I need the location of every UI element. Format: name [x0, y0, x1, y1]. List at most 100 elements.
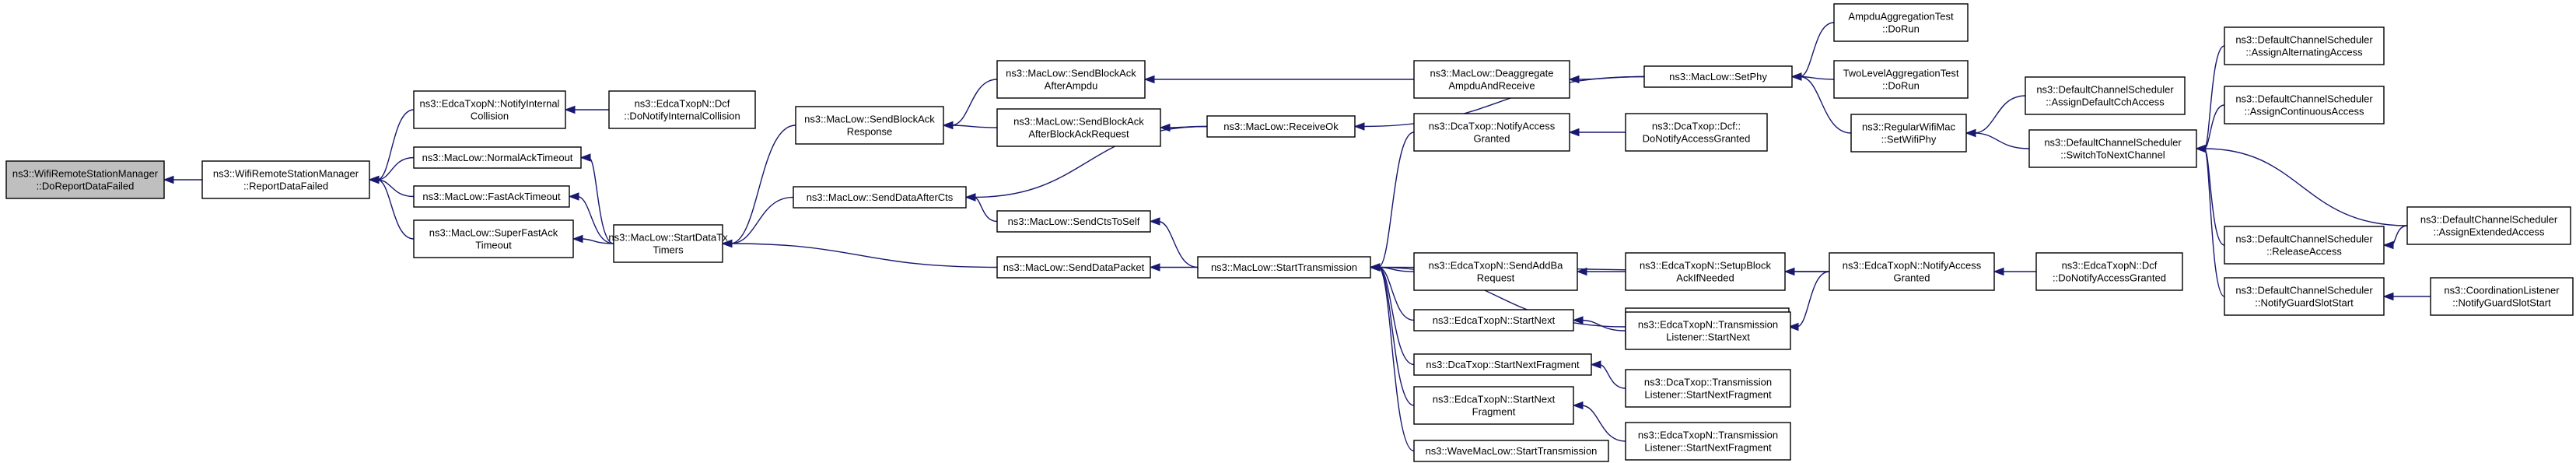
- edge-line: [973, 125, 1208, 198]
- node-nat[interactable]: ns3::MacLow::NormalAckTimeout: [413, 146, 582, 169]
- node-sbaabar[interactable]: ns3::MacLow::SendBlockAckAfterBlockAckRe…: [996, 108, 1161, 147]
- node-label: Listener::StartNextFragment: [1644, 442, 1772, 454]
- node-tla[interactable]: TwoLevelAggregationTest::DoRun: [1833, 60, 1969, 99]
- node-label: ns3::MacLow::FastAckTimeout: [422, 191, 561, 202]
- node-label: ns3::MacLow::StartTransmission: [1211, 261, 1357, 273]
- edge-line: [2203, 45, 2225, 149]
- node-dcsaca[interactable]: ns3::DefaultChannelScheduler::AssignCont…: [2224, 86, 2385, 125]
- edge-line: [1973, 95, 2026, 134]
- node-label: ns3::EdcaTxopN::NotifyAccess: [1843, 260, 1982, 272]
- node-setphy[interactable]: ns3::MacLow::SetPhy: [1643, 65, 1793, 88]
- node-box: [793, 186, 967, 209]
- node-label: ns3::DefaultChannelScheduler: [2235, 93, 2373, 105]
- node-label: ns3::MacLow::SendDataPacket: [1003, 261, 1145, 273]
- node-dcsstnc[interactable]: ns3::DefaultChannelScheduler::SwitchToNe…: [2028, 129, 2197, 168]
- node-label: ns3::DefaultChannelScheduler: [2235, 233, 2373, 245]
- node-label: ::AssignExtendedAccess: [2433, 226, 2545, 238]
- node-wmst[interactable]: ns3::WaveMacLow::StartTransmission: [1413, 440, 1609, 462]
- node-rok[interactable]: ns3::MacLow::ReceiveOk: [1206, 115, 1356, 138]
- node-label: ns3::WifiRemoteStationManager: [213, 168, 359, 180]
- edge-arrowhead: [1143, 75, 1155, 84]
- edge-sdtt-to-nat: [579, 153, 614, 244]
- node-box: [795, 106, 944, 145]
- node-label: Granted: [1894, 272, 1930, 284]
- edge-arrowhead: [579, 153, 591, 162]
- node-esnf[interactable]: ns3::EdcaTxopN::StartNextFragment: [1413, 386, 1574, 425]
- edge-line: [1577, 75, 1645, 80]
- node-sdac[interactable]: ns3::MacLow::SendDataAfterCts: [793, 186, 967, 209]
- edge-dcsra-to-dcsstnc: [2195, 144, 2225, 246]
- node-etlsn[interactable]: ns3::EdcaTxopN::TransmissionListener::St…: [1625, 311, 1791, 350]
- node-dcnag[interactable]: ns3::DcaTxop::NotifyAccessGranted: [1413, 113, 1570, 152]
- edge-etlsnf-to-esnf: [1572, 401, 1626, 442]
- edge-arrowhead: [1965, 128, 1976, 138]
- node-label: DoNotifyAccessGranted: [1643, 133, 1751, 145]
- node-agg[interactable]: AmpduAggregationTest::DoRun: [1833, 3, 1969, 42]
- node-scts[interactable]: ns3::MacLow::SendCtsToSelf: [996, 210, 1151, 233]
- node-label: ns3::CoordinationListener: [2444, 285, 2560, 296]
- node-label: ::SetWifiPhy: [1881, 134, 1937, 146]
- edge-eniC-to-rdf: [368, 109, 415, 184]
- node-dsnf[interactable]: ns3::DcaTxop::StartNextFragment: [1413, 353, 1592, 376]
- node-label: Timers: [653, 244, 684, 256]
- edge-arrowhead: [2382, 240, 2394, 250]
- node-label: ns3::DcaTxop::NotifyAccess: [1429, 121, 1556, 132]
- node-box: [1625, 252, 1786, 291]
- node-edcfnag[interactable]: ns3::EdcaTxopN::Dcf::DoNotifyAccessGrant…: [2035, 252, 2183, 291]
- edge-arrowhead: [1369, 263, 1381, 272]
- edge-line: [1377, 266, 1415, 406]
- node-box: [2028, 129, 2197, 168]
- node-dcsaaa[interactable]: ns3::DefaultChannelScheduler::AssignAlte…: [2224, 26, 2385, 65]
- node-label: ns3::EdcaTxopN::SendAddBa: [1429, 260, 1563, 272]
- node-label: ns3::EdcaTxopN::Transmission: [1638, 319, 1778, 331]
- node-box: [413, 219, 574, 258]
- node-box: [613, 224, 723, 263]
- edge-rok-to-sdac: [964, 125, 1208, 202]
- edge-arrowhead: [2195, 144, 2207, 153]
- node-label: Request: [1477, 272, 1515, 284]
- edge-line: [1167, 125, 1208, 128]
- node-dtlsnf[interactable]: ns3::DcaTxop::TransmissionListener::Star…: [1625, 369, 1791, 408]
- edge-agg-to-setphy: [1790, 22, 1835, 81]
- edge-edcfnag-to-enag: [1993, 267, 2036, 276]
- node-label: ns3::DefaultChannelScheduler: [2420, 214, 2558, 226]
- node-dcdnag[interactable]: ns3::DcaTxop::Dcf::DoNotifyAccessGranted: [1625, 113, 1768, 152]
- edge-arrowhead: [163, 175, 174, 184]
- node-fat[interactable]: ns3::MacLow::FastAckTimeout: [413, 185, 570, 208]
- node-etlsnf[interactable]: ns3::EdcaTxopN::TransmissionListener::St…: [1625, 422, 1791, 461]
- node-root[interactable]: ns3::WifiRemoteStationManager::DoReportD…: [5, 160, 165, 199]
- node-box: [1413, 309, 1574, 331]
- node-clngss[interactable]: ns3::CoordinationListener::NotifyGuardSl…: [2430, 277, 2574, 316]
- node-dcfnic[interactable]: ns3::EdcaTxopN::Dcf::DoNotifyInternalCol…: [608, 90, 756, 129]
- node-dcsaea[interactable]: ns3::DefaultChannelScheduler::AssignExte…: [2406, 206, 2571, 245]
- edge-line: [1377, 266, 1415, 366]
- edge-arrowhead: [1590, 360, 1601, 369]
- edge-line: [376, 109, 415, 181]
- node-label: ::ReportDataFailed: [243, 181, 328, 192]
- node-esn[interactable]: ns3::EdcaTxopN::StartNext: [1413, 309, 1574, 331]
- node-enag[interactable]: ns3::EdcaTxopN::NotifyAccessGranted: [1829, 252, 1995, 291]
- edge-sbaabar-to-sbar: [942, 121, 998, 130]
- node-sdp[interactable]: ns3::MacLow::SendDataPacket: [996, 256, 1151, 279]
- node-dcsra[interactable]: ns3::DefaultChannelScheduler::ReleaseAcc…: [2224, 226, 2385, 265]
- node-eniC[interactable]: ns3::EdcaTxopN::NotifyInternalCollision: [413, 90, 566, 129]
- node-st[interactable]: ns3::MacLow::StartTransmission: [1197, 256, 1371, 279]
- node-rdf[interactable]: ns3::WifiRemoteStationManager::ReportDat…: [201, 160, 370, 199]
- node-dcsngss[interactable]: ns3::DefaultChannelScheduler::NotifyGuar…: [2224, 277, 2385, 316]
- node-label: TwoLevelAggregationTest: [1843, 68, 1959, 79]
- node-label: ::AssignContinuousAccess: [2245, 106, 2364, 118]
- node-label: ns3::MacLow::SuperFastAck: [429, 227, 558, 239]
- node-box: [1625, 369, 1791, 408]
- node-rwm[interactable]: ns3::RegularWifiMac::SetWifiPhy: [1850, 114, 1967, 153]
- node-dcsadca[interactable]: ns3::DefaultChannelScheduler::AssignDefa…: [2025, 76, 2186, 115]
- node-box: [413, 90, 566, 129]
- node-box: [996, 210, 1151, 233]
- edge-line: [580, 238, 614, 244]
